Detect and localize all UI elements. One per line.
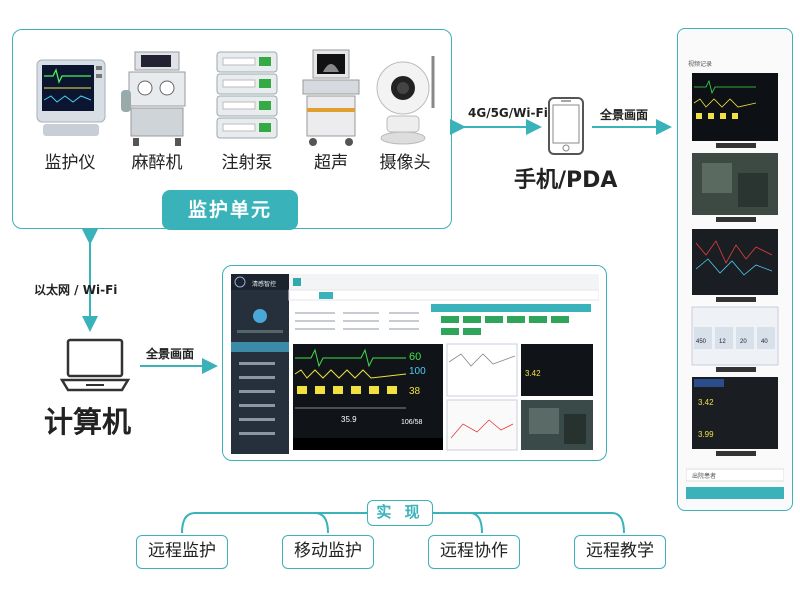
device-label-camera: 摄像头 — [379, 153, 431, 173]
camera-image — [376, 56, 435, 145]
device-label-monitor: 监护仪 — [44, 153, 96, 173]
phone-view-label: 全景画面 — [600, 108, 649, 122]
phone-value-3: 20 — [740, 339, 747, 345]
function-remote-collaboration: 远程协作 — [428, 535, 520, 569]
monitoring-unit-box: 监护仪 麻醉机 注射泵 超声 摄像头 — [12, 29, 452, 229]
syringe-pump-image — [216, 51, 278, 139]
monitor-value-rr: 38 — [409, 386, 421, 397]
device-label-ultrasound: 超声 — [314, 153, 348, 173]
phone-value-2: 12 — [719, 339, 726, 345]
monitor-value-spo2: 100 — [409, 366, 426, 377]
patient-monitor-image — [36, 59, 106, 136]
function-mobile-monitoring: 移动监护 — [282, 535, 374, 569]
computer-view-label: 全景画面 — [146, 347, 195, 361]
software-screenshot: 60 100 38 35.9 106/58 3.42 — [231, 274, 599, 454]
function-remote-teaching: 远程教学 — [574, 535, 666, 569]
wireless-label: 4G/5G/Wi-Fi — [468, 106, 548, 120]
computer-label: 计算机 — [44, 405, 132, 439]
laptop-icon — [60, 338, 130, 392]
computer-screen-frame: 60 100 38 35.9 106/58 3.42 清感智控 — [222, 265, 607, 461]
ethernet-label: 以太网 / Wi-Fi — [34, 283, 118, 297]
phone-value-1: 450 — [696, 339, 707, 345]
phone-value-5: 3.42 — [698, 398, 714, 407]
ultrasound-image — [302, 49, 360, 146]
monitor-value-hr: 60 — [409, 351, 421, 363]
phone-footer: 出院患者 — [692, 472, 716, 480]
device-label-pump: 注射泵 — [221, 153, 273, 173]
phone-icon — [548, 97, 584, 155]
phone-screen-content: 450 12 20 40 3.42 3.99 出院患者 — [686, 73, 784, 499]
phone-label: 手机/PDA — [514, 168, 618, 193]
svg-text:3.42: 3.42 — [525, 369, 541, 378]
device-label-anesthesia: 麻醉机 — [131, 153, 183, 173]
monitor-value-temp: 35.9 — [341, 415, 357, 424]
realize-title: 实 现 — [367, 500, 433, 526]
monitor-value-nibp: 106/58 — [401, 419, 423, 426]
anesthesia-machine-image — [121, 51, 186, 146]
phone-value-6: 3.99 — [698, 430, 714, 439]
phone-screen-column: 视频记录 450 12 20 40 3.42 3.99 出 — [677, 28, 793, 511]
unit-title: 监护单元 — [162, 190, 298, 230]
function-remote-monitoring: 远程监护 — [136, 535, 228, 569]
phone-value-4: 40 — [761, 339, 768, 345]
app-name: 清感智控 — [252, 281, 277, 288]
phone-header: 视频记录 — [688, 61, 713, 68]
